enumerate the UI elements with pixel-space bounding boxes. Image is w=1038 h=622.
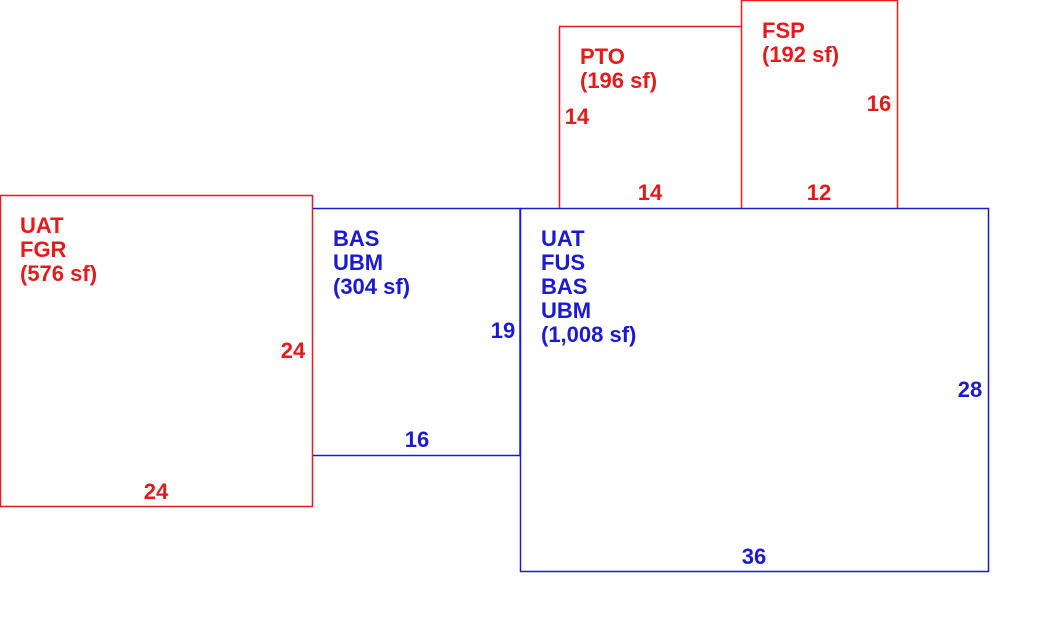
garage-outline	[0, 194, 314, 508]
area-bas-left[interactable]: BAS UBM (304 sf) 19 16	[313, 207, 521, 457]
patio-label-line-1: PTO	[580, 44, 625, 69]
area-main[interactable]: UAT FUS BAS UBM (1,008 sf) 28 36	[519, 207, 990, 573]
garage-dim-right: 24	[281, 338, 306, 363]
patio-label: PTO (196 sf)	[580, 44, 657, 93]
main-outline	[519, 207, 990, 573]
main-label: UAT FUS BAS UBM (1,008 sf)	[541, 226, 636, 347]
garage-label-line-2: FGR	[20, 237, 67, 262]
porch-dim-right: 16	[867, 91, 891, 116]
bas-left-dim-right: 19	[491, 318, 515, 343]
bas-left-dim-bottom: 16	[405, 427, 429, 452]
main-label-line-1: UAT	[541, 226, 585, 251]
main-label-line-3: BAS	[541, 274, 587, 299]
main-label-line-5: (1,008 sf)	[541, 322, 636, 347]
garage-label: UAT FGR (576 sf)	[20, 213, 97, 286]
bas-left-label-line-2: UBM	[333, 250, 383, 275]
bas-left-label: BAS UBM (304 sf)	[333, 226, 410, 299]
porch-label-line-2: (192 sf)	[762, 42, 839, 67]
main-label-line-4: UBM	[541, 298, 591, 323]
patio-dim-left: 14	[565, 104, 590, 129]
patio-outline	[558, 25, 741, 208]
area-garage[interactable]: UAT FGR (576 sf) 24 24	[0, 194, 314, 508]
porch-outline	[740, 0, 899, 208]
garage-dim-bottom: 24	[144, 479, 169, 504]
main-label-line-2: FUS	[541, 250, 585, 275]
porch-label: FSP (192 sf)	[762, 18, 839, 67]
patio-dim-bottom: 14	[638, 180, 663, 205]
area-patio[interactable]: PTO (196 sf) 14 14	[558, 25, 742, 209]
area-porch[interactable]: FSP (192 sf) 16 12	[740, 0, 899, 209]
bas-left-label-line-3: (304 sf)	[333, 274, 410, 299]
garage-label-line-1: UAT	[20, 213, 64, 238]
bas-left-label-line-1: BAS	[333, 226, 379, 251]
main-dim-bottom: 36	[742, 544, 766, 569]
porch-dim-bottom: 12	[807, 180, 831, 205]
main-dim-right: 28	[958, 377, 982, 402]
patio-label-line-2: (196 sf)	[580, 68, 657, 93]
porch-label-line-1: FSP	[762, 18, 804, 43]
garage-label-line-3: (576 sf)	[20, 261, 97, 286]
